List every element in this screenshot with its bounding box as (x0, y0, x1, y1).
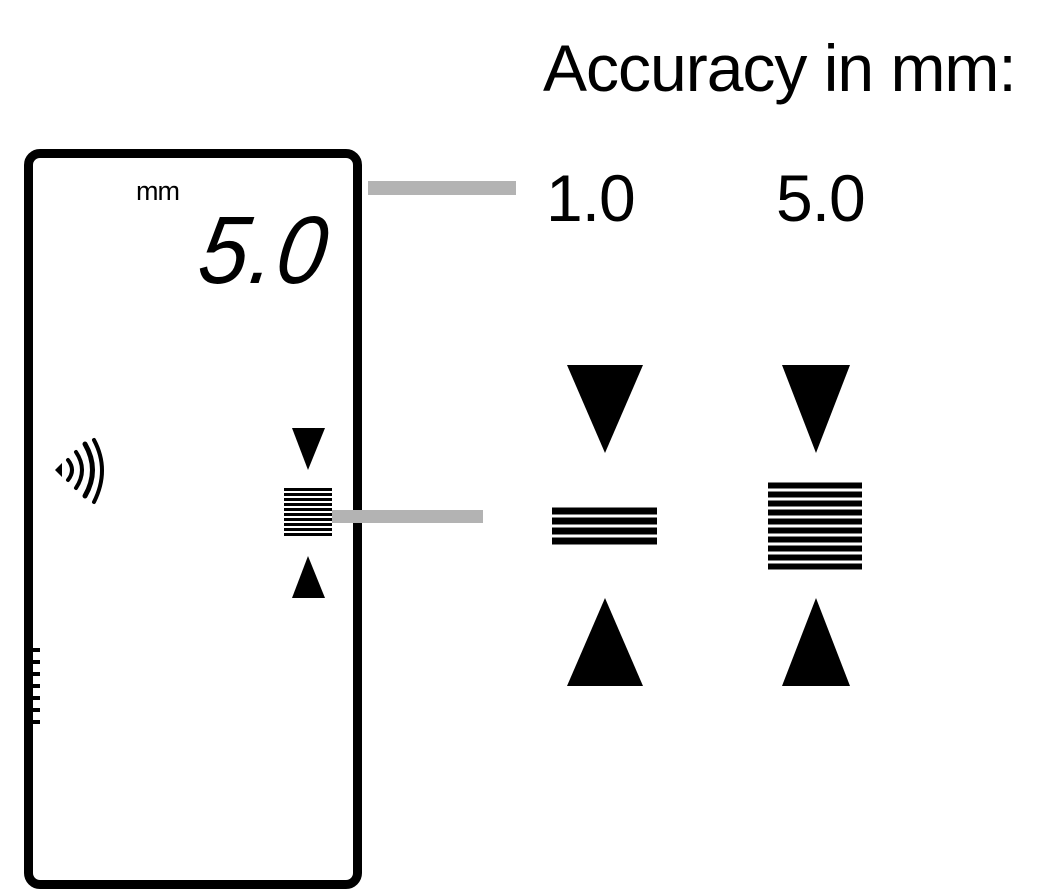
fine-stripe (552, 507, 657, 515)
coarse-up-arrow (782, 598, 850, 686)
sound-icon (55, 438, 104, 504)
fine-up-arrow (567, 598, 643, 686)
device-stripe (284, 493, 332, 496)
unit-label: mm (136, 176, 180, 206)
option-label-fine: 1.0 (546, 161, 636, 235)
device-up-arrow (292, 556, 325, 598)
coarse-stripe (768, 536, 862, 543)
coarse-stripe (768, 554, 862, 561)
coarse-stripe (768, 482, 862, 489)
leader-line-indicator (332, 510, 483, 523)
device-stripe (284, 518, 332, 521)
fine-stripe (552, 527, 657, 535)
device-stripe (284, 513, 332, 516)
leader-line-display (368, 181, 516, 195)
device-indicator-stripes (284, 488, 332, 536)
diagram-marks (33, 365, 862, 724)
coarse-stripe (768, 545, 862, 552)
device-stripe (284, 523, 332, 526)
device-stripe (284, 508, 332, 511)
device-stripe (284, 533, 332, 536)
coarse-stripe (768, 518, 862, 525)
device-accuracy-indicator (284, 428, 332, 598)
accuracy-diagram: Accuracy in mm: mm 5.0 1.0 5.0 (24, 31, 1017, 889)
coarse-stripes (768, 482, 862, 570)
option-fine-indicator (552, 365, 657, 686)
option-label-coarse: 5.0 (776, 161, 866, 235)
coarse-stripe (768, 563, 862, 570)
coarse-stripe (768, 527, 862, 534)
device-edge-ticks (33, 648, 40, 724)
coarse-down-arrow (782, 365, 850, 453)
fine-stripe (552, 517, 657, 525)
device-stripe (284, 488, 332, 491)
fine-down-arrow (567, 365, 643, 453)
coarse-stripe (768, 509, 862, 516)
device-stripe (284, 528, 332, 531)
coarse-stripe (768, 491, 862, 498)
option-coarse-indicator (768, 365, 862, 686)
fine-stripes (552, 507, 657, 545)
diagram-heading: Accuracy in mm: (543, 31, 1017, 105)
coarse-stripe (768, 500, 862, 507)
fine-stripe (552, 537, 657, 545)
device-stripe (284, 503, 332, 506)
device-stripe (284, 498, 332, 501)
device-down-arrow (292, 428, 325, 470)
